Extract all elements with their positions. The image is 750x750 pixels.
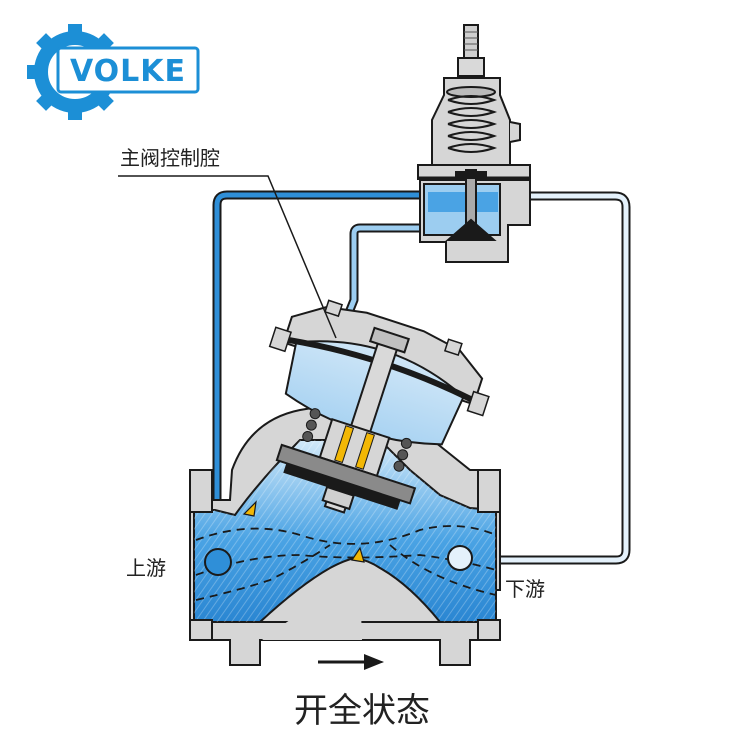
control-chamber-label: 主阀控制腔 — [120, 146, 220, 170]
indicator-marker — [350, 546, 365, 563]
pilot-valve — [417, 24, 531, 263]
flow-lines — [195, 525, 497, 601]
bonnet-assembly — [268, 299, 490, 514]
state-label: 开全状态 — [294, 691, 430, 731]
logo-text: VOLKE — [70, 54, 186, 89]
logo-box — [56, 46, 200, 94]
leader-line — [118, 175, 337, 339]
arrow-right-icon — [318, 654, 384, 670]
downstream-port — [447, 545, 473, 571]
indicator-marker — [242, 500, 257, 517]
upstream-port — [204, 548, 232, 576]
upstream-label: 上游 — [126, 556, 166, 580]
gear-logo-icon — [27, 24, 123, 120]
control-piping — [212, 190, 631, 565]
downstream-label: 下游 — [505, 577, 545, 601]
main-valve-body — [189, 403, 501, 666]
